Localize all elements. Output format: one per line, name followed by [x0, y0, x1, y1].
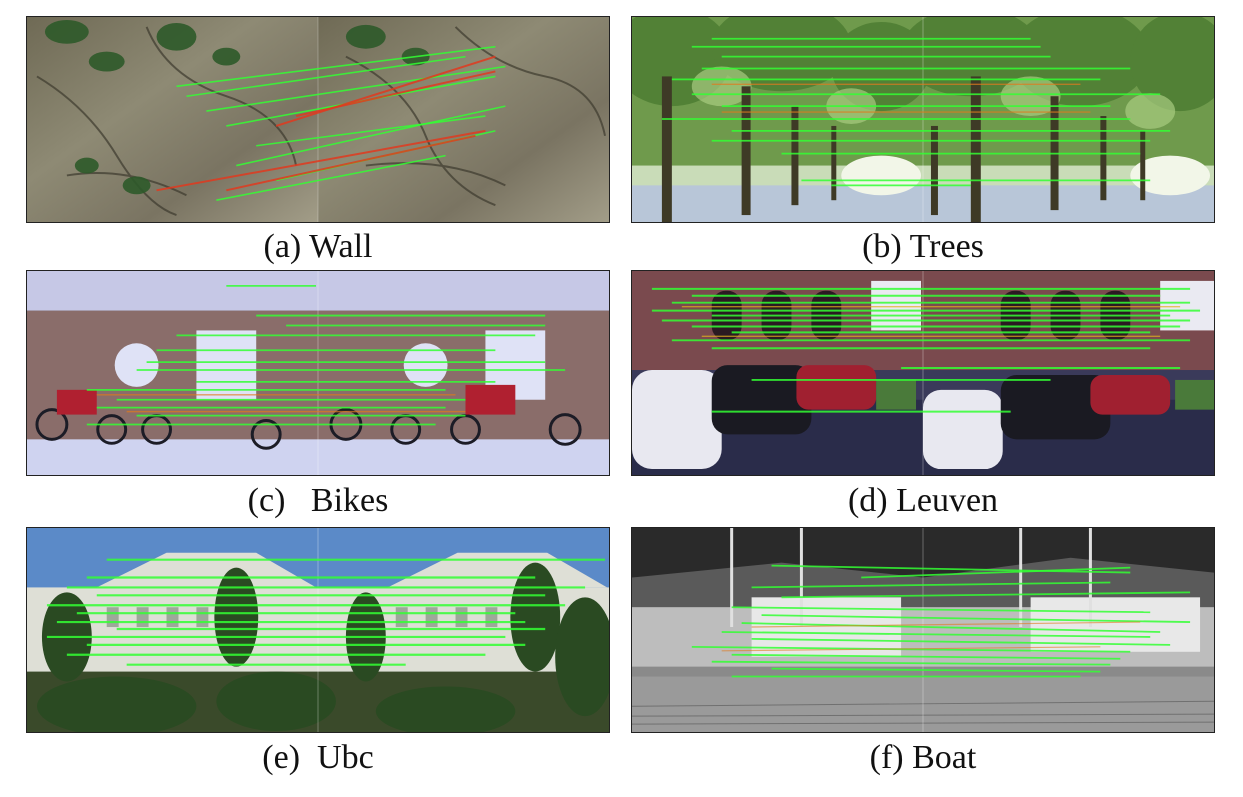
caption-bikes: (c) Bikes [247, 482, 389, 519]
ubc-image-pair [27, 528, 609, 732]
caption-ubc: (e) Ubc [262, 739, 374, 776]
panel-wall [26, 16, 610, 223]
leuven-image-pair [632, 271, 1214, 475]
bikes-image-pair [27, 271, 609, 475]
caption-wall: (a) Wall [263, 228, 373, 265]
caption-leuven: (d) Leuven [847, 482, 999, 519]
panel-boat [631, 527, 1215, 733]
panel-bikes [26, 270, 610, 476]
panel-ubc [26, 527, 610, 733]
caption-trees: (b) Trees [862, 228, 984, 265]
trees-image-pair [632, 17, 1214, 222]
panel-trees [631, 16, 1215, 223]
caption-boat: (f) Boat [869, 739, 977, 776]
wall-image-pair [27, 17, 609, 222]
boat-image-pair [632, 528, 1214, 732]
panel-leuven [631, 270, 1215, 476]
